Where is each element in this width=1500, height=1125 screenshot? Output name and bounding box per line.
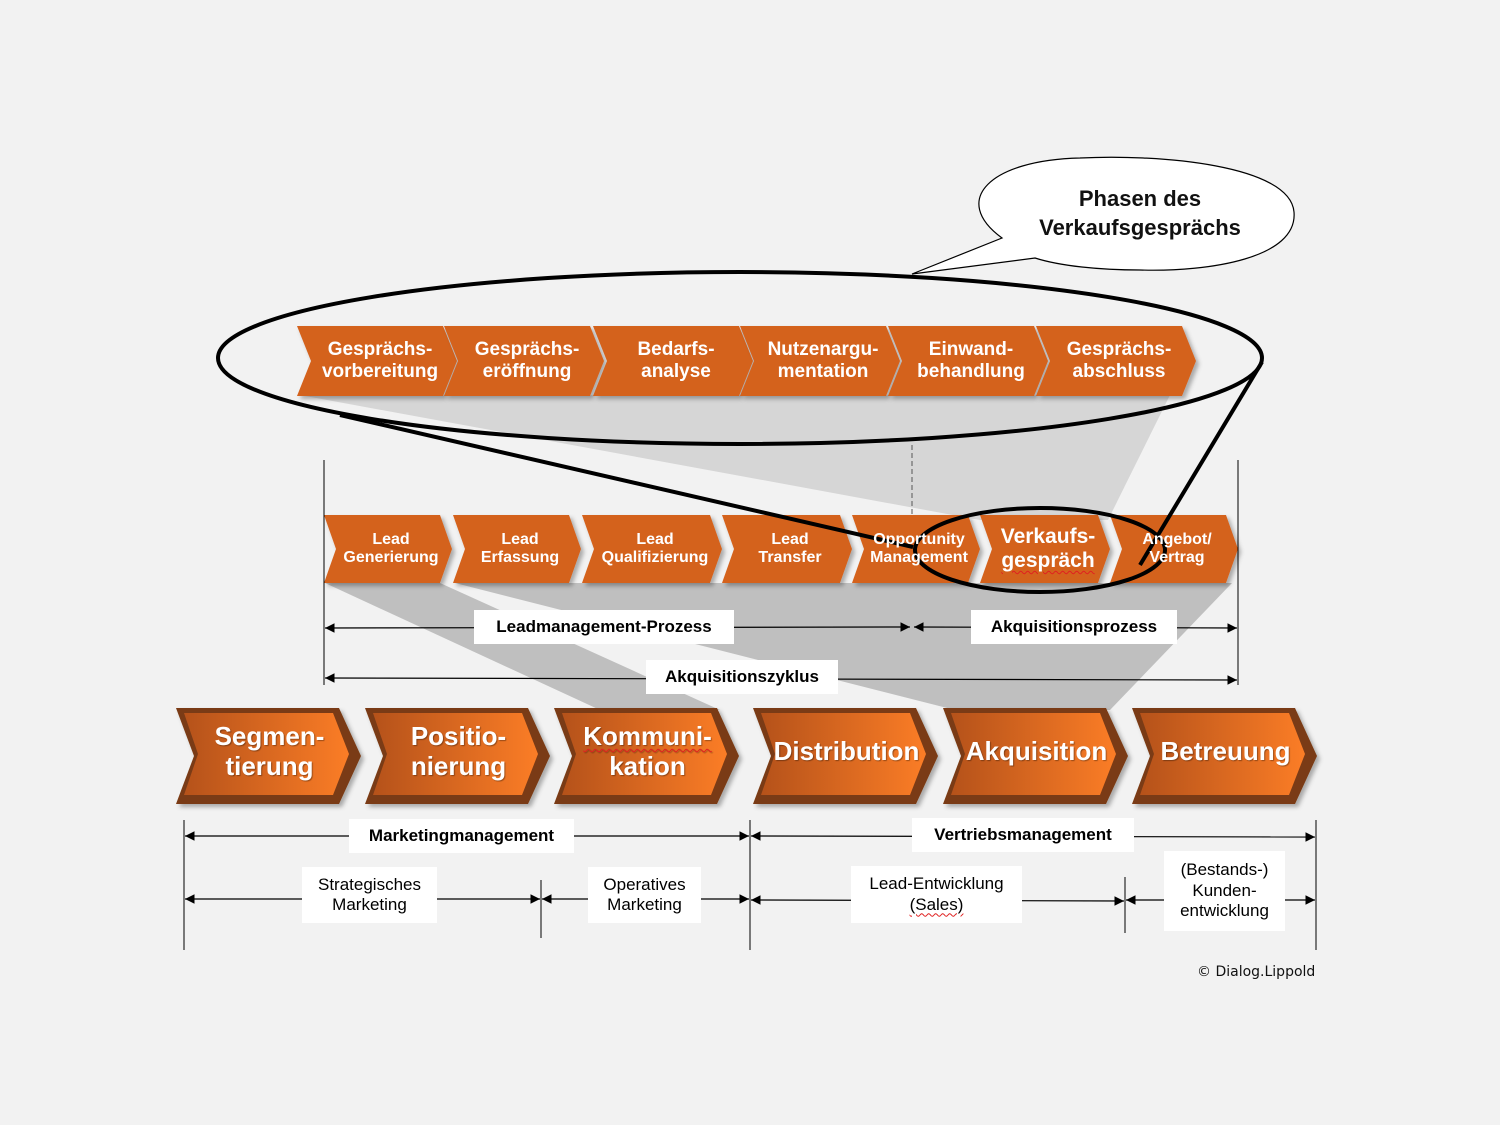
value-chain-chevron-face xyxy=(1140,713,1305,795)
label-akquisitionsprozess: Akquisitionsprozess xyxy=(971,610,1177,644)
value-chain-chevron-face xyxy=(562,713,727,795)
label-kunden-line2: Kunden- xyxy=(1192,880,1257,900)
label-kundenentwicklung: (Bestands-) Kunden- entwicklung xyxy=(1164,851,1285,931)
acquisition-step-chevron xyxy=(1110,515,1238,583)
label-lead-entwicklung-line2: (Sales) xyxy=(909,894,964,914)
copyright-text: © Dialog.Lippold xyxy=(1197,964,1316,980)
label-lead-entwicklung-line1: Lead-Entwicklung xyxy=(869,874,1004,894)
callout-text: Phasen des Verkaufsgesprächs xyxy=(1010,185,1270,242)
label-marketingmanagement: Marketingmanagement xyxy=(349,819,574,853)
sales-phase-chevron xyxy=(888,326,1048,396)
acquisition-step-chevron xyxy=(324,515,452,583)
sales-phase-chevron xyxy=(297,326,457,396)
sales-phase-chevron xyxy=(444,326,604,396)
label-leadmanagement-prozess: Leadmanagement-Prozess xyxy=(474,610,734,644)
acquisition-step-chevron xyxy=(722,515,852,583)
callout-line-1: Phasen des xyxy=(1078,186,1202,211)
value-chain-chevron-face xyxy=(951,713,1116,795)
label-strategisches-line2: Marketing xyxy=(332,895,407,914)
label-operatives-line2: Marketing xyxy=(607,895,682,914)
phases-highlight-ellipse xyxy=(216,270,1264,446)
label-lead-entwicklung: Lead-Entwicklung (Sales) xyxy=(851,866,1022,923)
acquisition-step-chevrons xyxy=(324,515,1238,583)
label-vertriebsmanagement: Vertriebsmanagement xyxy=(912,818,1134,852)
sales-phase-chevron xyxy=(740,326,900,396)
label-operatives-marketing: Operatives Marketing xyxy=(588,867,701,923)
label-akquisitionszyklus: Akquisitionszyklus xyxy=(646,660,838,694)
label-strategisches-marketing: Strategisches Marketing xyxy=(302,867,437,923)
value-chain-chevron-face xyxy=(184,713,349,795)
sales-phase-chevrons xyxy=(297,326,1196,396)
callout-bubble xyxy=(911,156,1295,275)
callout-line-2: Verkaufsgesprächs xyxy=(1039,214,1241,240)
label-kunden-line3: entwicklung xyxy=(1180,901,1269,921)
funnel-top-to-verkaufsgespraech xyxy=(300,395,1170,520)
acquisition-step-chevron xyxy=(980,515,1110,583)
verkaufsgespraech-highlight-ellipse xyxy=(913,506,1167,594)
zoom-line-right xyxy=(1138,360,1264,567)
value-chain-chevron-face xyxy=(373,713,538,795)
sales-phase-chevron xyxy=(1036,326,1196,396)
sales-phase-chevron xyxy=(593,326,753,396)
acquisition-step-chevron xyxy=(582,515,722,583)
label-strategisches-line1: Strategisches xyxy=(318,874,421,894)
value-chain-chevrons xyxy=(176,708,1317,804)
copyright-notice: © Dialog.Lippold xyxy=(1197,964,1315,980)
label-operatives-line1: Operatives xyxy=(603,874,686,894)
acquisition-step-chevron xyxy=(453,515,581,583)
zoom-line-left xyxy=(339,413,914,549)
value-chain-chevron-face xyxy=(761,713,926,795)
label-kunden-line1: (Bestands-) xyxy=(1180,860,1269,880)
